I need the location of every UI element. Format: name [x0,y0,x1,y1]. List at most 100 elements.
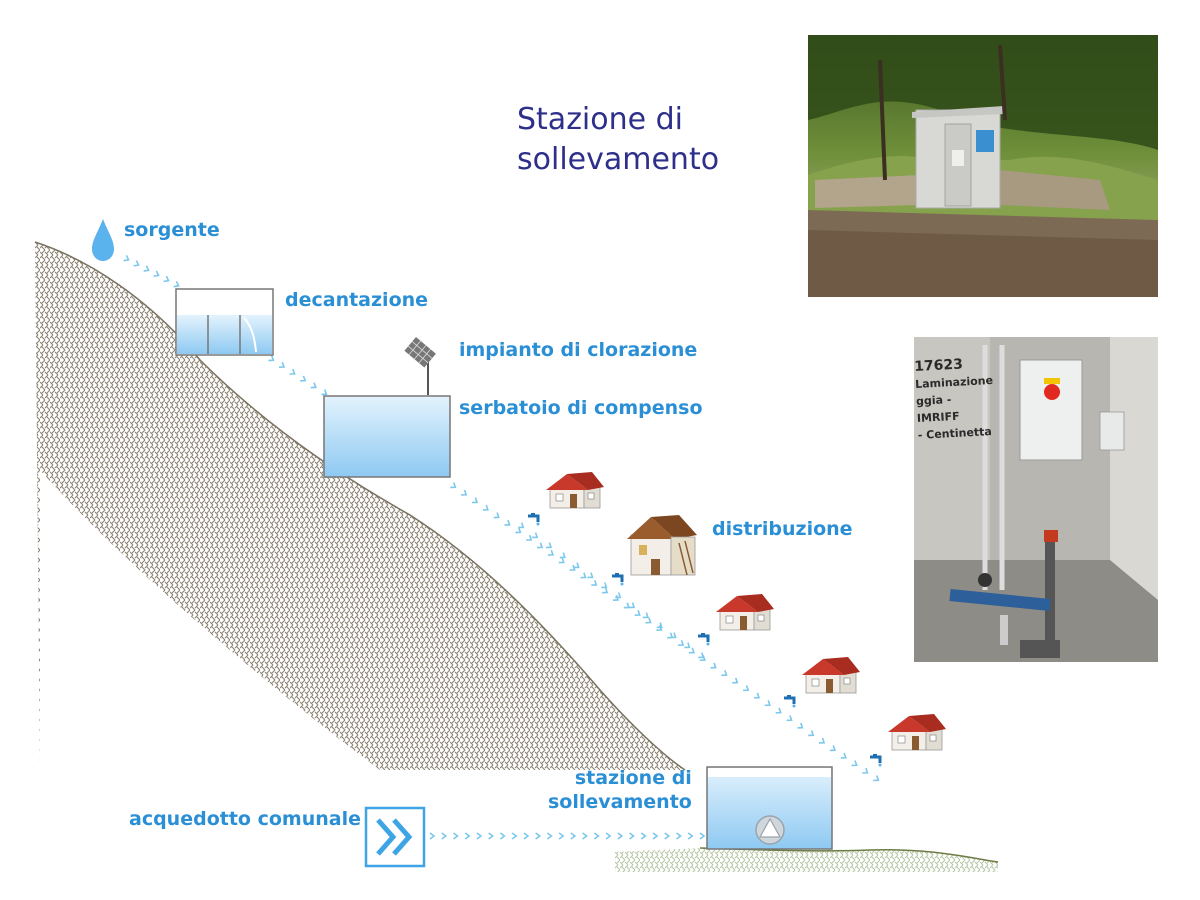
label-settling: decantazione [285,289,429,311]
page-title: Stazione di sollevamento [517,102,720,177]
flow-arrow [617,832,623,840]
station-interior-photo [914,337,1158,662]
flow-arrow [534,832,541,840]
storage-tank [323,395,451,478]
flow-arrow [753,692,762,701]
solar-panel-icon [404,337,436,368]
flow-arrow [774,707,784,716]
tap-icon [782,693,797,709]
flow-arrow [601,586,610,596]
aqueduct-chevron-icon [364,806,426,868]
flow-arrow [531,531,540,541]
flow-arrow [309,381,319,391]
wall-text-line: ggia - IMRIFF [915,393,960,425]
flow-arrow [742,684,751,694]
flow-arrow [720,669,729,679]
flow-arrow [600,581,609,591]
tap-icon [526,511,541,527]
ground-strip [615,848,998,872]
label-storage-tank: serbatoio di compenso [459,397,703,419]
flow-arrow [628,601,637,611]
label-source: sorgente [124,219,220,241]
flow-arrow [818,737,827,746]
flow-arrow [709,662,719,671]
flow-arrow [731,677,740,686]
flow-arrow [452,832,459,840]
flow-arrow [557,556,567,566]
flow-arrow [503,519,513,529]
flow-arrow [545,541,554,551]
flow-arrow [492,511,502,521]
water-drop-icon [92,219,114,261]
flow-arrow [677,639,686,649]
hillside-edge [34,241,686,771]
flow-arrow [288,368,297,378]
tap-icon [610,571,625,587]
flow-arrow [536,541,545,551]
house-icon [887,713,947,751]
flow-arrow [861,767,870,777]
flow-arrow [122,254,131,264]
house-icon [801,656,861,694]
flow-arrow [299,375,308,384]
flow-arrow [633,609,643,619]
label-chlorination: impianto di clorazione [459,339,698,361]
flow-arrow [523,832,529,840]
interior-wall-text: 17623 Laminazione ggia - IMRIFF - Centin… [914,355,994,444]
flow-arrow [640,832,647,840]
flow-arrow [839,752,849,762]
flow-arrow [605,832,611,840]
label-pumping-station: stazione di sollevamento [548,767,692,813]
label-distribution: distribuzione [712,518,853,540]
flow-arrow [850,759,860,769]
flow-arrow [547,549,556,559]
flow-arrow [278,361,287,371]
flow-arrow [152,270,161,279]
flow-arrow [511,832,517,840]
pump-icon [755,815,785,845]
house-icon [545,471,605,509]
flow-arrow [546,832,553,840]
flow-arrow [172,280,181,290]
flow-arrow [687,832,694,840]
flow-arrow [593,832,600,840]
flow-arrow [579,571,588,581]
flow-arrow [623,601,632,611]
flow-arrow [449,481,458,491]
flow-arrow [785,714,795,724]
flow-arrow [464,832,471,840]
flow-arrow [612,594,621,604]
flow-arrow [796,722,805,731]
flow-arrow [162,275,171,285]
flow-arrow [558,832,564,840]
flow-arrow [460,489,469,499]
flow-arrow [644,616,654,626]
flow-arrow [482,504,491,514]
flow-arrow [586,571,596,581]
flow-arrow [581,832,588,840]
flow-arrow [568,564,578,574]
flow-arrow [699,832,705,840]
flow-arrow [628,832,635,840]
flow-arrow [132,259,141,269]
flow-arrow [267,354,276,364]
flow-arrow [471,496,480,506]
tap-icon [696,631,711,647]
flow-arrow [807,729,816,739]
flow-arrow [590,579,599,589]
label-municipal-aqueduct: acquedotto comunale [129,808,361,830]
flow-arrow [764,699,773,709]
flow-arrow [476,832,482,840]
flow-arrow [429,832,435,840]
flow-arrow [570,832,576,840]
flow-arrow [525,534,534,544]
flow-arrow [688,647,697,656]
flow-arrow [499,832,506,840]
flow-arrow [829,744,838,754]
flow-arrow [487,832,494,840]
flow-arrow [514,526,523,536]
house-icon [715,593,775,631]
large-house-icon [627,515,697,576]
